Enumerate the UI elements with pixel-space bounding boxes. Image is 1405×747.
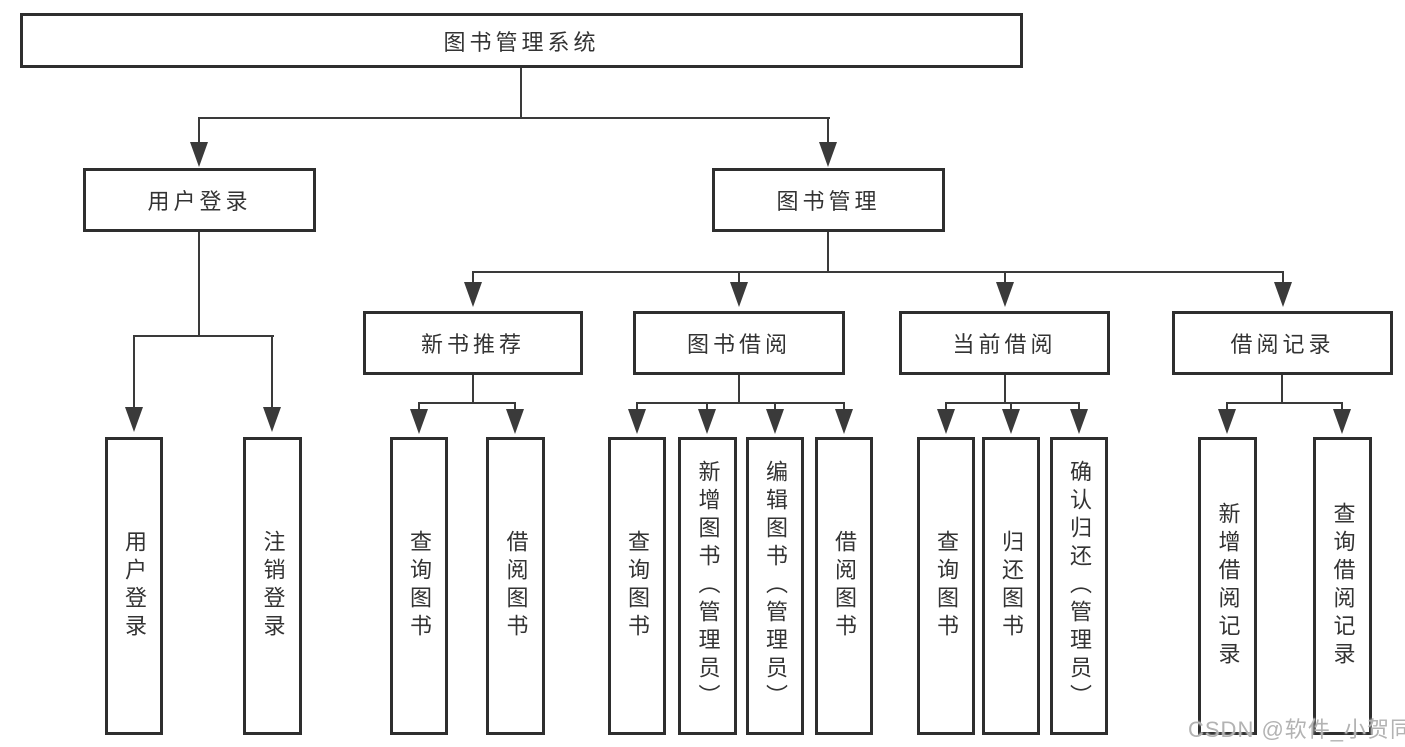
- leaf-borrow-edit-admin: 编辑图书（管理员）: [746, 437, 804, 735]
- leaf-borrow-edit-admin-label: 编辑图书（管理员）: [763, 460, 788, 712]
- leaf-records-add: 新增借阅记录: [1198, 437, 1257, 735]
- node-book-management: 图书管理: [712, 168, 945, 232]
- connector-line: [1010, 402, 1012, 411]
- arrowhead-down-icon: [937, 409, 955, 434]
- connector-line: [1341, 402, 1343, 411]
- arrowhead-down-icon: [1333, 409, 1351, 434]
- connector-line: [843, 402, 845, 411]
- connector-line: [1078, 402, 1080, 411]
- leaf-user-login: 用户登录: [105, 437, 163, 735]
- connector-line: [418, 402, 516, 404]
- connector-line: [472, 271, 474, 283]
- connector-line: [198, 117, 200, 143]
- node-borrow-records: 借阅记录: [1172, 311, 1393, 375]
- connector-line: [945, 402, 947, 411]
- node-borrow-records-label: 借阅记录: [1230, 332, 1335, 357]
- node-user-login-label: 用户登录: [147, 189, 252, 214]
- arrowhead-down-icon: [996, 282, 1014, 307]
- node-new-book-recommend-label: 新书推荐: [420, 332, 525, 357]
- connector-line: [827, 117, 829, 143]
- leaf-user-login-label: 用户登录: [122, 530, 147, 642]
- arrowhead-down-icon: [464, 282, 482, 307]
- leaf-newbooks-query: 查询图书: [390, 437, 448, 735]
- arrowhead-down-icon: [410, 409, 428, 434]
- leaf-current-query-label: 查询图书: [934, 530, 959, 642]
- connector-line: [738, 374, 740, 404]
- connector-line: [133, 335, 274, 337]
- arrowhead-down-icon: [730, 282, 748, 307]
- connector-line: [1004, 271, 1006, 283]
- connector-line: [1004, 374, 1006, 404]
- connector-line: [774, 402, 776, 411]
- leaf-borrow-query-label: 查询图书: [625, 530, 650, 642]
- leaf-borrow-book-label: 借阅图书: [832, 530, 857, 642]
- leaf-newbooks-borrow: 借阅图书: [486, 437, 545, 735]
- arrowhead-down-icon: [1218, 409, 1236, 434]
- arrowhead-down-icon: [1002, 409, 1020, 434]
- arrowhead-down-icon: [1070, 409, 1088, 434]
- connector-line: [827, 232, 829, 273]
- connector-line: [418, 402, 420, 411]
- connector-line: [706, 402, 708, 411]
- connector-line: [133, 335, 135, 409]
- arrowhead-down-icon: [819, 142, 837, 167]
- leaf-records-add-label: 新增借阅记录: [1215, 502, 1241, 670]
- connector-line: [1282, 271, 1284, 283]
- leaf-logout: 注销登录: [243, 437, 302, 735]
- arrowhead-down-icon: [190, 142, 208, 167]
- arrowhead-down-icon: [628, 409, 646, 434]
- leaf-borrow-add-admin-label: 新增图书（管理员）: [695, 460, 721, 712]
- connector-line: [514, 402, 516, 411]
- connector-line: [636, 402, 638, 411]
- leaf-borrow-query: 查询图书: [608, 437, 666, 735]
- node-book-management-label: 图书管理: [776, 189, 881, 214]
- arrowhead-down-icon: [263, 407, 281, 432]
- leaf-current-confirm-admin: 确认归还（管理员）: [1050, 437, 1108, 735]
- node-new-book-recommend: 新书推荐: [363, 311, 583, 375]
- leaf-current-confirm-admin-label: 确认归还（管理员）: [1067, 460, 1092, 712]
- leaf-newbooks-borrow-label: 借阅图书: [503, 530, 529, 642]
- node-book-borrow: 图书借阅: [633, 311, 845, 375]
- arrowhead-down-icon: [698, 409, 716, 434]
- node-root: 图书管理系统: [20, 13, 1023, 68]
- arrowhead-down-icon: [125, 407, 143, 432]
- leaf-newbooks-query-label: 查询图书: [407, 530, 432, 642]
- arrowhead-down-icon: [506, 409, 524, 434]
- arrowhead-down-icon: [1274, 282, 1292, 307]
- node-root-label: 图书管理系统: [443, 29, 600, 55]
- connector-line: [945, 402, 1080, 404]
- leaf-current-query: 查询图书: [917, 437, 975, 735]
- leaf-current-return-label: 归还图书: [999, 530, 1024, 642]
- leaf-current-return: 归还图书: [982, 437, 1040, 735]
- connector-line: [198, 232, 200, 336]
- connector-line: [271, 335, 273, 409]
- connector-line: [472, 271, 1284, 273]
- csdn-watermark: CSDN @软件_小贺同学: [1188, 717, 1405, 742]
- leaf-borrow-add-admin: 新增图书（管理员）: [678, 437, 737, 735]
- connector-line: [520, 68, 522, 118]
- leaf-records-query: 查询借阅记录: [1313, 437, 1372, 735]
- node-user-login: 用户登录: [83, 168, 316, 232]
- connector-line: [1226, 402, 1343, 404]
- node-book-borrow-label: 图书借阅: [686, 332, 791, 357]
- leaf-records-query-label: 查询借阅记录: [1330, 502, 1356, 670]
- leaf-logout-label: 注销登录: [260, 530, 286, 642]
- connector-line: [1226, 402, 1228, 411]
- connector-line: [198, 117, 830, 119]
- arrowhead-down-icon: [766, 409, 784, 434]
- connector-line: [1281, 374, 1283, 404]
- connector-line: [738, 271, 740, 283]
- connector-line: [636, 402, 845, 404]
- node-current-borrow-label: 当前借阅: [952, 332, 1057, 357]
- leaf-borrow-book: 借阅图书: [815, 437, 873, 735]
- node-current-borrow: 当前借阅: [899, 311, 1110, 375]
- arrowhead-down-icon: [835, 409, 853, 434]
- connector-line: [472, 374, 474, 404]
